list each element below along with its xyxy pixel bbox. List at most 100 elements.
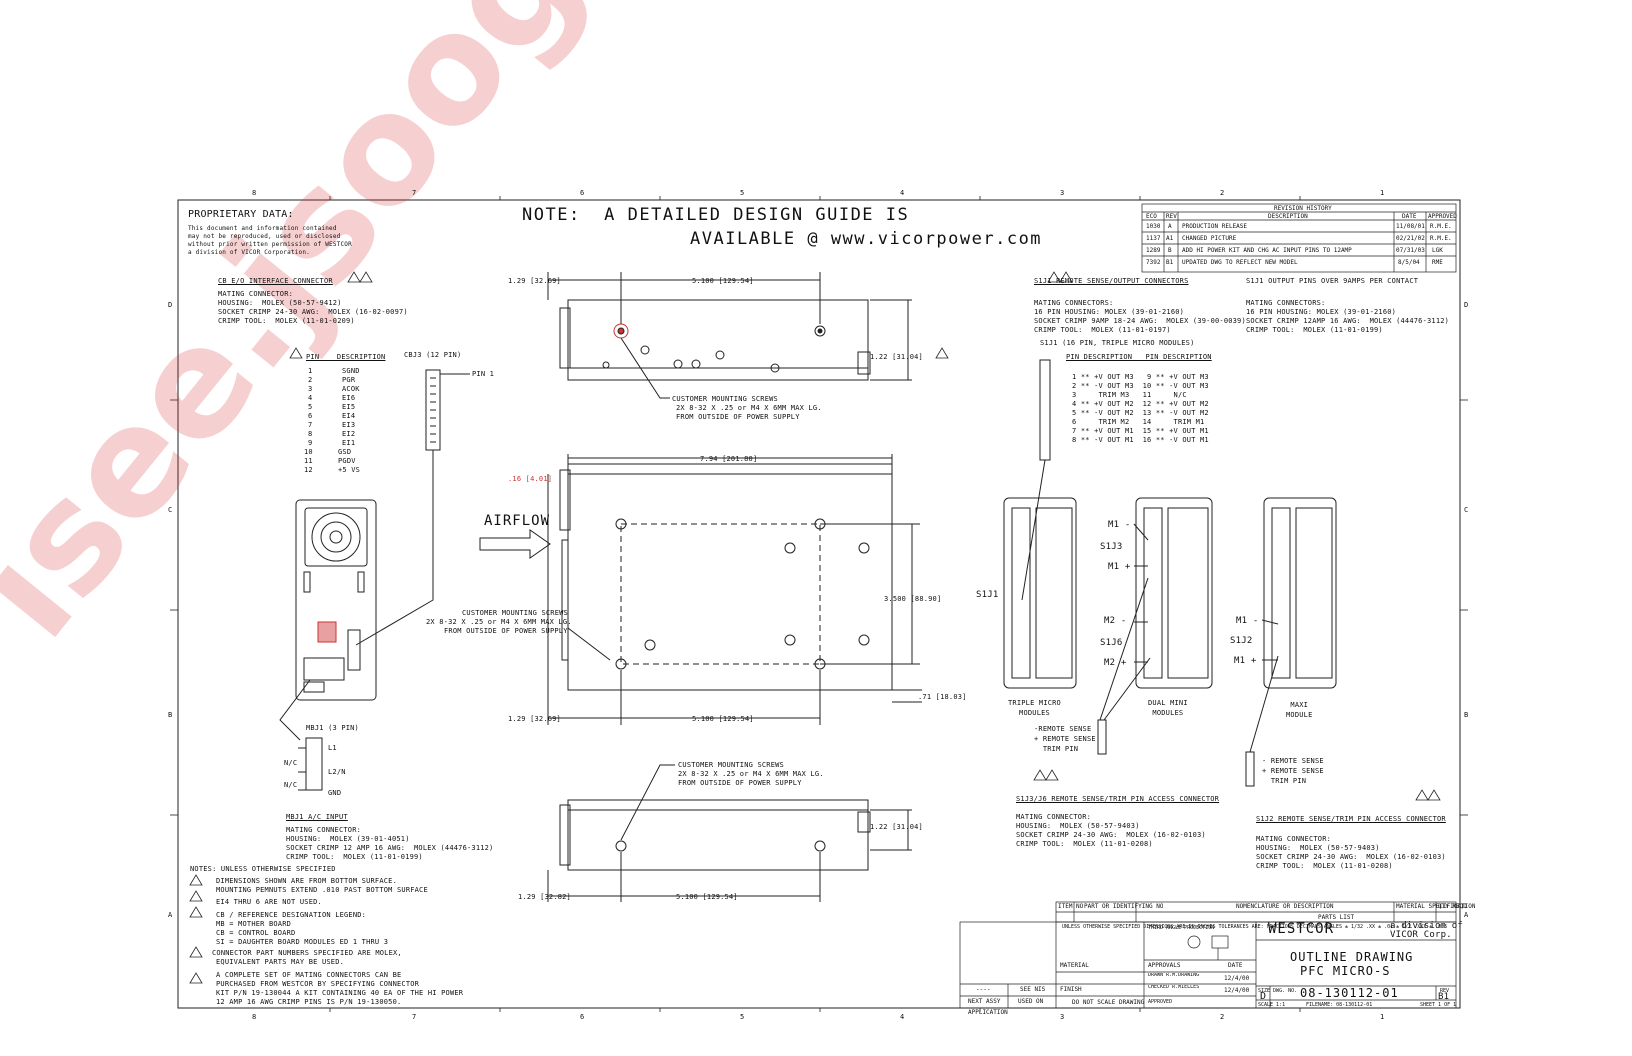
zone-label: 5	[740, 1013, 745, 1021]
module-label: S1J6	[1100, 638, 1123, 648]
dim-label: 5.100 [129.54]	[676, 893, 738, 901]
used-on-label: USED ON	[1018, 998, 1044, 1005]
proprietary-line: This document and information contained	[188, 225, 337, 232]
zone-label: 4	[900, 189, 905, 197]
zone-label: 3	[1060, 189, 1065, 197]
pin-desc: SGND	[342, 367, 360, 375]
note-5: KIT P/N 19-130044 A KIT CONTAINING 40 EA…	[216, 989, 464, 997]
note-3: CB = CONTROL BOARD	[216, 929, 296, 937]
rev-cell: RME	[1432, 259, 1443, 266]
rev-col: REV	[1166, 213, 1177, 220]
s1j2-line: CRIMP TOOL: MOLEX (11-01-0208)	[1256, 862, 1393, 870]
pin-desc: GSD	[338, 448, 352, 456]
drawing-number: 08-130112-01	[1300, 986, 1399, 1000]
scale-label: SCALE 1:1	[1258, 1002, 1286, 1008]
pin-desc: PGR	[342, 376, 356, 384]
output-pins-title: S1J1 OUTPUT PINS OVER 9AMPS PER CONTACT	[1246, 277, 1419, 285]
screw-callout: 2X 8-32 X .25 or M4 X 6MM MAX LG.	[426, 618, 572, 626]
parts-list-label: PARTS LIST	[1318, 914, 1355, 921]
s1j1-line: SOCKET CRIMP 9AMP 18-24 AWG: MOLEX (39-0…	[1034, 317, 1246, 325]
rev-label: REV	[1440, 988, 1450, 994]
note-3: CB / REFERENCE DESIGNATION LEGEND:	[216, 911, 367, 919]
note-5: 12 AMP 16 AWG CRIMP PINS IS P/N 19-13005…	[216, 998, 402, 1006]
screw-callout: FROM OUTSIDE OF POWER SUPPLY	[676, 413, 800, 421]
dim-label: 5.100 [129.54]	[692, 715, 754, 723]
proprietary-line: a division of VICOR Corporation.	[188, 249, 310, 256]
s1j1-pin-header: PIN DESCRIPTION PIN DESCRIPTION	[1066, 353, 1212, 361]
pin-number: 5	[308, 403, 313, 411]
checked-label: CHECKED R.MIELLES	[1148, 985, 1200, 990]
mbj1-label: MBJ1 (3 PIN)	[306, 724, 359, 732]
dim-label: .16 [4.01]	[508, 475, 553, 483]
note-2: EI4 THRU 6 ARE NOT USED.	[216, 898, 322, 906]
output-pins-line: 16 PIN HOUSING: MOLEX (39-01-2160)	[1246, 308, 1397, 316]
rev-cell: B	[1168, 247, 1172, 254]
rev-cell: LGK	[1432, 247, 1443, 254]
s1j3j6-line: SOCKET CRIMP 24-30 AWG: MOLEX (16-02-010…	[1016, 831, 1206, 839]
rev-cell: PRODUCTION RELEASE	[1182, 223, 1248, 230]
dim-label: 1.29 [32.82]	[518, 893, 571, 901]
parts-list-material-header: MATERIAL SPECIFICATION	[1396, 903, 1476, 910]
drawing-border	[177, 199, 1461, 1009]
pin-number: 9	[308, 439, 313, 447]
s1j3j6-line: HOUSING: MOLEX (50-57-9403)	[1016, 822, 1140, 830]
remote-sense-label: -REMOTE SENSE + REMOTE SENSE TRIM PIN	[1034, 725, 1096, 753]
size-dwgno-label: SIZE DWG. NO.	[1258, 988, 1298, 994]
rev-cell: 1030	[1146, 223, 1161, 230]
s1j1-pin-row: 5 ** -V OUT M2 13 ** -V OUT M2	[1072, 409, 1209, 417]
zone-label: 1	[1380, 1013, 1385, 1021]
mbj1-l2n: L2/N	[328, 768, 346, 776]
cb-connector-line: SOCKET CRIMP 24-30 AWG: MOLEX (16-02-009…	[218, 308, 408, 316]
dim-label: 1.22 [31.04]	[870, 353, 923, 361]
note-3: SI = DAUGHTER BOARD MODULES ED 1 THRU 3	[216, 938, 389, 946]
screw-callout: FROM OUTSIDE OF POWER SUPPLY	[444, 627, 568, 635]
pin-number: 8	[308, 430, 313, 438]
mbj1-line: CRIMP TOOL: MOLEX (11-01-0199)	[286, 853, 423, 861]
rev-cell: 1289	[1146, 247, 1161, 254]
note-5: A COMPLETE SET OF MATING CONNECTORS CAN …	[216, 971, 402, 979]
s1j1-line: 16 PIN HOUSING: MOLEX (39-01-2160)	[1034, 308, 1185, 316]
output-pins-line: SOCKET CRIMP 12AMP 16 AWG: MOLEX (44476-…	[1246, 317, 1450, 325]
mbj1-line: MATING CONNECTOR:	[286, 826, 362, 834]
airflow-label: AIRFLOW	[484, 513, 551, 529]
zone-label: D	[168, 301, 173, 309]
note-3: MB = MOTHER BOARD	[216, 920, 292, 928]
s1j1-line: MATING CONNECTORS:	[1034, 299, 1114, 307]
proprietary-line: without prior written permission of WEST…	[188, 241, 352, 248]
notes-title: NOTES: UNLESS OTHERWISE SPECIFIED	[190, 865, 336, 873]
zone-label: 2	[1220, 1013, 1225, 1021]
s1j1-pin-row: 7 ** +V OUT M1 15 ** +V OUT M1	[1072, 427, 1209, 435]
s1j1-pin-row: 4 ** +V OUT M2 12 ** +V OUT M2	[1072, 400, 1209, 408]
note-4: CONNECTOR PART NUMBERS SPECIFIED ARE MOL…	[212, 949, 402, 957]
pin1-label: PIN 1	[472, 370, 495, 378]
zone-label: 6	[580, 1013, 585, 1021]
see-nis-label: SEE NIS	[1020, 986, 1046, 993]
rev-cell: 07/31/03	[1396, 247, 1425, 254]
zone-label: A	[168, 911, 173, 919]
rev-col: ECO	[1146, 213, 1157, 220]
zone-label: 7	[412, 189, 417, 197]
plan-view	[547, 454, 922, 725]
zone-label: 4	[900, 1013, 905, 1021]
s1j3j6-title: S1J3/J6 REMOTE SENSE/TRIM PIN ACCESS CON…	[1016, 795, 1220, 803]
module-label: M1 +	[1234, 656, 1257, 666]
s1j2-title: S1J2 REMOTE SENSE/TRIM PIN ACCESS CONNEC…	[1256, 815, 1446, 823]
rev-cell: CHANGED PICTURE	[1182, 235, 1237, 242]
rev-cell: B1	[1166, 259, 1174, 266]
rev-value: B1	[1438, 992, 1450, 1002]
pin-desc: EI3	[342, 421, 356, 429]
mbj1-title: MBJ1 A/C INPUT	[286, 813, 348, 821]
pin-number: 7	[308, 421, 313, 429]
cb-connector-line: HOUSING: MOLEX (50-57-9412)	[218, 299, 342, 307]
output-pins-line: MATING CONNECTORS:	[1246, 299, 1326, 307]
remote-sense-label: - REMOTE SENSE + REMOTE SENSE TRIM PIN	[1262, 757, 1324, 785]
drawn-label: DRAWN R.M.DRAWING	[1148, 973, 1200, 978]
cbj3-label: CBJ3 (12 PIN)	[404, 351, 462, 359]
pin-desc: EI4	[342, 412, 356, 420]
finish-label: FINISH	[1060, 986, 1082, 993]
rev-cell: 7392	[1146, 259, 1161, 266]
drawn-date: 12/4/00	[1224, 975, 1250, 982]
rev-cell: A	[1168, 223, 1172, 230]
screw-callout: CUSTOMER MOUNTING SCREWS	[672, 395, 778, 403]
